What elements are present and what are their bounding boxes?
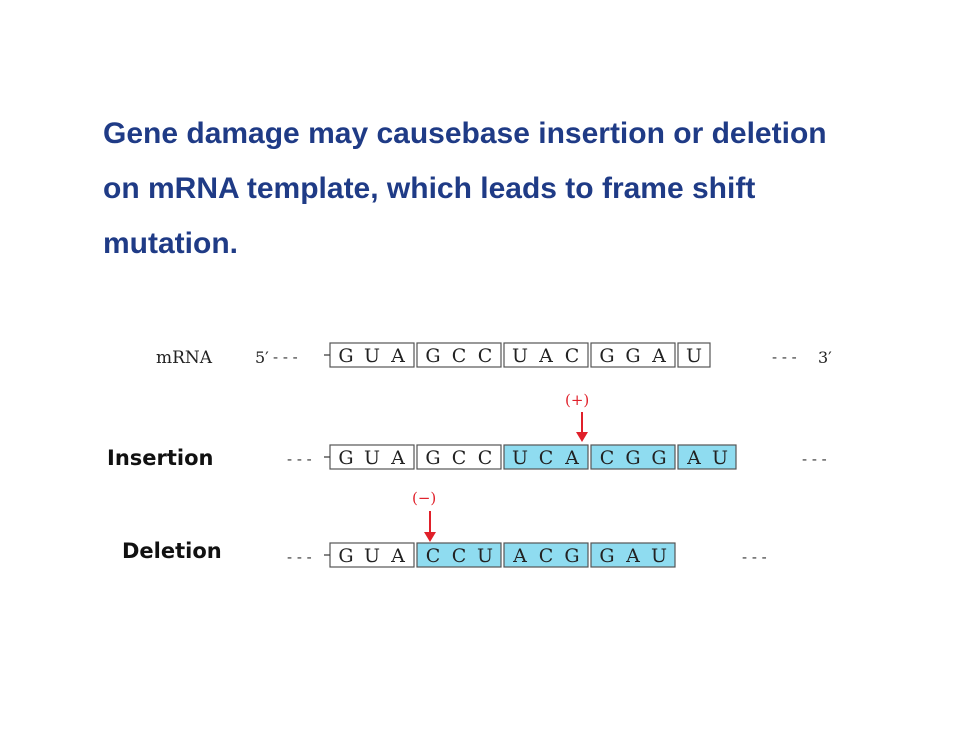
deletion-base: U bbox=[651, 545, 667, 567]
mrna-lead-dashes: - - - bbox=[273, 348, 298, 366]
mrna-codon-box bbox=[677, 342, 711, 368]
insertion-base: A bbox=[390, 447, 405, 469]
five-prime-label: 5′ bbox=[255, 348, 269, 367]
mrna-base: G bbox=[338, 345, 353, 367]
mrna-base: C bbox=[452, 345, 467, 367]
insertion-base: G bbox=[651, 447, 666, 469]
insertion-base: C bbox=[452, 447, 467, 469]
deletion-base: U bbox=[364, 545, 380, 567]
title-line-1: Gene damage may causebase insertion or d… bbox=[103, 117, 827, 150]
deletion-base: C bbox=[539, 545, 554, 567]
insertion-codon-box bbox=[329, 444, 415, 470]
insertion-base: C bbox=[478, 447, 493, 469]
insertion-base: A bbox=[564, 447, 579, 469]
mrna-base: C bbox=[478, 345, 493, 367]
deletion-codon-box bbox=[503, 542, 589, 568]
insertion-lead-dashes: - - - bbox=[287, 450, 312, 468]
insertion-arrow-icon bbox=[576, 412, 588, 442]
insertion-base: C bbox=[600, 447, 615, 469]
insertion-base: C bbox=[539, 447, 554, 469]
deletion-base: C bbox=[426, 545, 441, 567]
deletion-base: U bbox=[477, 545, 493, 567]
title-line-3: mutation. bbox=[103, 227, 238, 260]
mrna-codon-box bbox=[503, 342, 589, 368]
deletion-base: G bbox=[338, 545, 353, 567]
slide-title: Gene damage may causebase insertion or d… bbox=[103, 106, 923, 271]
deletion-codon-box bbox=[416, 542, 502, 568]
deletion-base: C bbox=[452, 545, 467, 567]
mrna-codon-box bbox=[590, 342, 676, 368]
deletion-marker: (−) bbox=[412, 489, 436, 507]
deletion-codon-box bbox=[329, 542, 415, 568]
mrna-base: A bbox=[538, 345, 553, 367]
deletion-label: Deletion bbox=[122, 539, 222, 563]
mrna-base: U bbox=[364, 345, 380, 367]
mrna-base: A bbox=[390, 345, 405, 367]
title-line-2: on mRNA template, which leads to frame s… bbox=[103, 172, 756, 205]
mrna-base: G bbox=[625, 345, 640, 367]
deletion-trail-dashes: - - - bbox=[742, 548, 767, 566]
deletion-codon-box bbox=[590, 542, 676, 568]
mrna-base: U bbox=[512, 345, 528, 367]
deletion-base: A bbox=[625, 545, 640, 567]
mrna-base: C bbox=[565, 345, 580, 367]
mrna-label: mRNA bbox=[156, 348, 213, 368]
mrna-base: U bbox=[686, 345, 702, 367]
mrna-base: G bbox=[425, 345, 440, 367]
insertion-base: G bbox=[338, 447, 353, 469]
mrna-trail-dashes: - - - bbox=[772, 348, 797, 366]
insertion-codon-box bbox=[677, 444, 737, 470]
insertion-trail-dashes: - - - bbox=[802, 450, 827, 468]
deletion-base: G bbox=[564, 545, 579, 567]
insertion-base: U bbox=[364, 447, 380, 469]
insertion-codon-box bbox=[416, 444, 502, 470]
insertion-base: U bbox=[512, 447, 528, 469]
deletion-arrow-icon bbox=[424, 511, 436, 542]
mrna-codon-box bbox=[416, 342, 502, 368]
mrna-base: G bbox=[599, 345, 614, 367]
insertion-base: G bbox=[625, 447, 640, 469]
insertion-base: A bbox=[686, 447, 701, 469]
deletion-base: G bbox=[599, 545, 614, 567]
mrna-base: A bbox=[651, 345, 666, 367]
deletion-base: A bbox=[390, 545, 405, 567]
insertion-base: G bbox=[425, 447, 440, 469]
insertion-marker: (+) bbox=[565, 391, 589, 409]
deletion-base: A bbox=[512, 545, 527, 567]
deletion-lead-dashes: - - - bbox=[287, 548, 312, 566]
insertion-codon-box bbox=[590, 444, 676, 470]
three-prime-label: 3′ bbox=[818, 348, 832, 367]
insertion-label: Insertion bbox=[107, 446, 214, 470]
insertion-base: U bbox=[712, 447, 728, 469]
insertion-codon-box bbox=[503, 444, 589, 470]
